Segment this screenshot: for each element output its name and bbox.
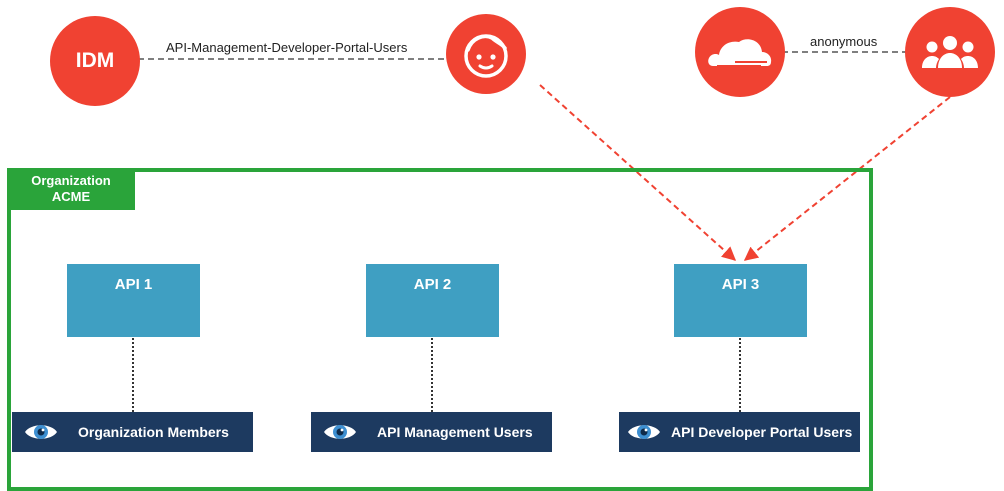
users-group-node (905, 7, 995, 97)
organization-container (7, 168, 873, 491)
organization-tab: Organization ACME (7, 168, 135, 210)
organization-label-line1: Organization (31, 173, 111, 188)
group-organization-members: Organization Members (12, 412, 253, 452)
user-to-api3-arrow (539, 84, 737, 261)
idm-node: IDM (50, 16, 140, 106)
eye-icon (324, 425, 356, 439)
api-1-to-group-connector (132, 338, 134, 412)
idm-to-user-label: API-Management-Developer-Portal-Users (162, 40, 412, 55)
eye-icon (25, 425, 57, 439)
cloud-to-group-label: anonymous (806, 34, 882, 49)
api-2-box: API 2 (366, 264, 499, 337)
group-api-developer-portal-users-label: API Developer Portal Users (671, 424, 853, 440)
eye-icon (628, 425, 660, 439)
cloud-node (695, 7, 785, 97)
group-api-management-users-label: API Management Users (377, 424, 533, 440)
cloud-icon (708, 39, 772, 67)
api-3-to-group-connector (739, 338, 741, 412)
group-api-developer-portal-users: API Developer Portal Users (619, 412, 860, 452)
group-organization-members-label: Organization Members (78, 424, 229, 440)
idm-label: IDM (75, 49, 115, 72)
user-node (446, 14, 526, 94)
organization-label-line2: ACME (51, 189, 91, 204)
group-api-management-users: API Management Users (311, 412, 552, 452)
api-3-box: API 3 (674, 264, 807, 337)
user-face-icon (464, 34, 508, 78)
api-1-box: API 1 (67, 264, 200, 337)
api-2-to-group-connector (431, 338, 433, 412)
users-group-icon (922, 36, 978, 68)
group-to-api3-arrow (743, 96, 951, 261)
